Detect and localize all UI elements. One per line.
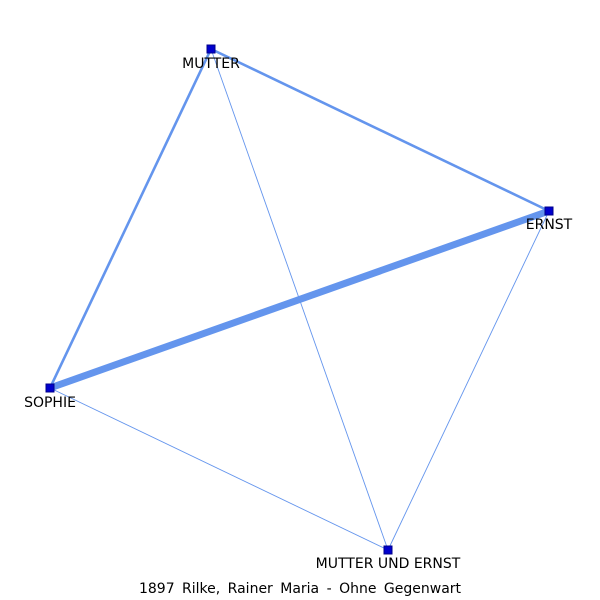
node-label-sophie: SOPHIE bbox=[24, 395, 76, 411]
edge-mutter-mutter_und_ernst bbox=[210, 48, 389, 551]
graph-caption: 1897 Rilke, Rainer Maria - Ohne Gegenwar… bbox=[138, 581, 462, 597]
edge-mutter-sophie bbox=[48, 48, 213, 389]
node-label-ernst: ERNST bbox=[526, 217, 573, 233]
node-mutter[interactable] bbox=[206, 44, 216, 54]
edge-ernst-mutter_und_ernst bbox=[387, 210, 550, 551]
nodes-layer bbox=[45, 44, 554, 555]
edge-sophie-mutter_und_ernst bbox=[49, 387, 389, 551]
node-label-mutter: MUTTER bbox=[182, 56, 240, 72]
node-label-mutter_und_ernst: MUTTER UND ERNST bbox=[316, 556, 461, 572]
labels-layer: MUTTER ERNST SOPHIE MUTTER UND ERNST bbox=[24, 56, 573, 572]
node-mutter_und_ernst[interactable] bbox=[383, 545, 393, 555]
node-ernst[interactable] bbox=[544, 206, 554, 216]
node-sophie[interactable] bbox=[45, 383, 55, 393]
edges-layer bbox=[48, 47, 551, 551]
edge-mutter-ernst bbox=[210, 47, 550, 213]
